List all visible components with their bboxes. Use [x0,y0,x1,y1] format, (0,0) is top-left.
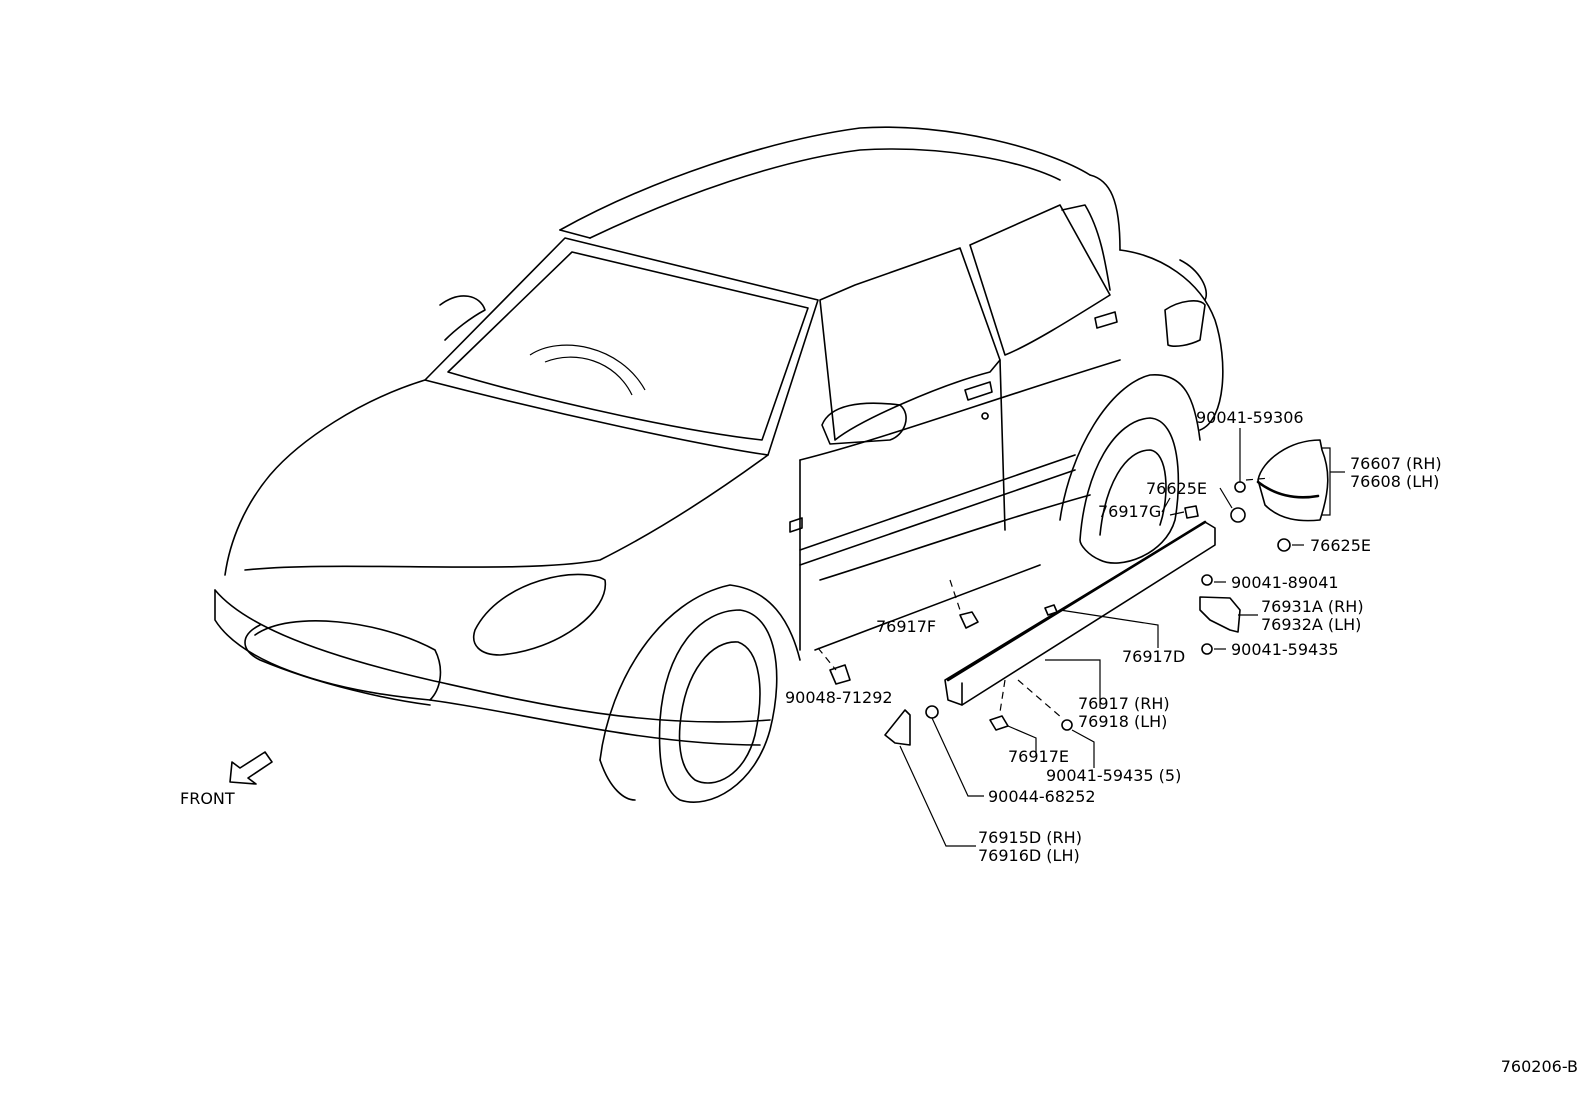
label-90044-68252: 90044-68252 [988,787,1096,806]
label-90041-59435: 90041-59435 [1231,640,1339,659]
mud-guard [1256,439,1329,522]
label-76932a-lh: 76932A (LH) [1261,615,1361,634]
label-76625e-upper: 76625E [1146,479,1207,498]
label-76917f: 76917F [876,617,936,636]
label-76918-lh: 76918 (LH) [1078,712,1167,731]
leader-lines [817,428,1345,847]
label-90041-89041: 90041-89041 [1231,573,1339,592]
label-90048-71292: 90048-71292 [785,688,893,707]
clips [829,481,1291,731]
label-76625e-lower: 76625E [1310,536,1371,555]
label-90041-59435-5: 90041-59435 (5) [1046,766,1181,785]
front-flap [884,709,911,746]
label-76917d: 76917D [1122,647,1185,666]
label-76917-rh: 76917 (RH) [1078,694,1170,713]
vehicle-outline [214,126,1224,803]
label-76917e: 76917E [1008,747,1069,766]
label-76917g: 76917G [1098,502,1161,521]
label-76608-lh: 76608 (LH) [1350,472,1439,491]
label-76915d-rh: 76915D (RH) [978,828,1082,847]
seal-bracket [1199,596,1241,633]
direction-label: FRONT [180,789,235,808]
diagram-code: 760206-B [1501,1057,1578,1076]
label-76916d-lh: 76916D (LH) [978,846,1080,865]
label-76931a-rh: 76931A (RH) [1261,597,1364,616]
front-arrow-icon [229,751,273,785]
label-76607-rh: 76607 (RH) [1350,454,1442,473]
label-90041-59306: 90041-59306 [1196,408,1304,427]
